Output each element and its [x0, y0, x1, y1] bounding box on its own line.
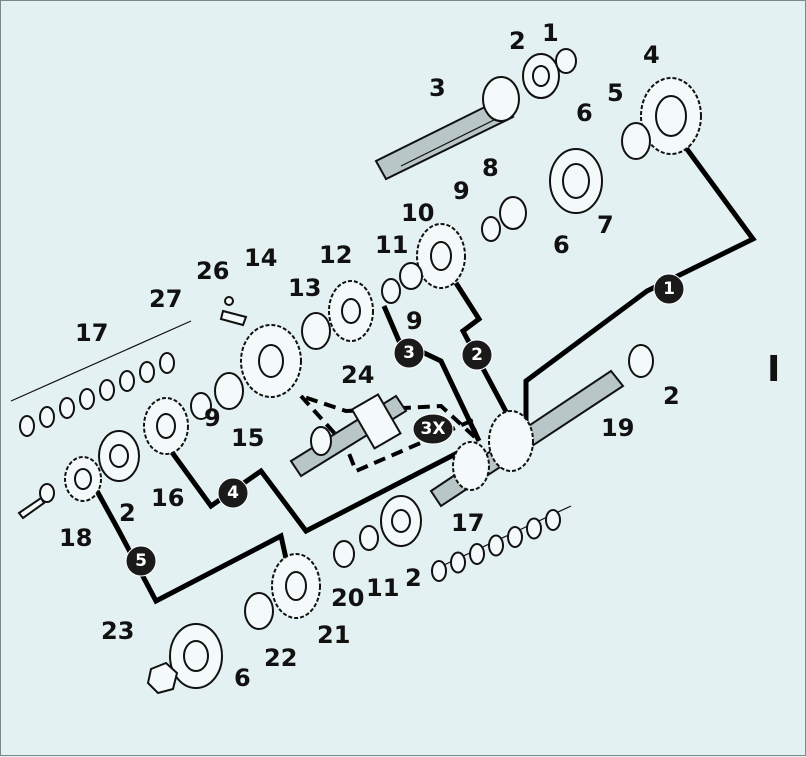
callout-labels: 1 2 3 4 5 6 7 8 9 6 10 11 12 13 14 26 27…: [59, 19, 780, 692]
washer-stack-top: [10, 320, 192, 437]
gear-18: [17, 456, 102, 520]
callout-23: 23: [101, 617, 134, 645]
callout-3: 3: [429, 74, 446, 102]
synchro-23: [146, 623, 223, 695]
badge-1-text: 1: [663, 279, 675, 299]
callout-24: 24: [341, 361, 374, 389]
callout-5: 5: [607, 79, 624, 107]
figure-label: I: [767, 349, 780, 390]
needle-roller: [159, 352, 175, 374]
badge-3x-text: 3X: [421, 419, 446, 439]
callout-14: 14: [244, 244, 277, 272]
needle-roller: [79, 388, 95, 410]
callout-2-mid: 2: [119, 499, 136, 527]
path-2: [453, 281, 514, 423]
clip-26-27: [219, 296, 248, 327]
bearing-mid: [98, 430, 140, 482]
badge-2: 2: [461, 339, 493, 371]
needle-roller: [59, 397, 75, 419]
callout-9-b: 9: [406, 307, 423, 335]
path-4: [168, 443, 473, 535]
needle-roller: [39, 406, 55, 428]
gear-21: [244, 553, 321, 630]
synchro-7: [481, 148, 603, 242]
path-1: [523, 139, 757, 421]
callout-4: 4: [643, 41, 660, 69]
bearing-top: [522, 48, 577, 99]
main-shaft-19: [429, 344, 654, 508]
washer-stack-bottom: [430, 505, 572, 582]
needle-roller: [450, 551, 466, 574]
gear-16: [143, 397, 189, 455]
badge-3-text: 3: [403, 343, 415, 363]
badge-3: 3: [393, 337, 425, 369]
callout-16: 16: [151, 484, 184, 512]
callout-12: 12: [319, 241, 352, 269]
callout-19: 19: [601, 414, 634, 442]
callout-1-top: 1: [542, 19, 559, 47]
callout-6-mid: 6: [553, 231, 570, 259]
callout-26: 26: [196, 257, 229, 285]
needle-roller: [545, 509, 561, 531]
badge-4: 4: [217, 477, 249, 509]
callout-6-bot: 6: [234, 664, 251, 692]
badge-2-text: 2: [471, 345, 483, 365]
callout-17-top: 17: [75, 319, 108, 347]
badge-4-text: 4: [227, 483, 239, 503]
callout-27: 27: [149, 285, 182, 313]
needle-roller: [119, 370, 135, 392]
callout-11-a: 11: [375, 231, 408, 259]
needle-roller: [469, 543, 485, 565]
callout-2-bot: 2: [405, 564, 422, 592]
path-5: [94, 489, 294, 605]
needle-roller: [526, 517, 542, 540]
callout-9-a: 9: [453, 177, 470, 205]
callout-17-bot: 17: [451, 509, 484, 537]
needle-roller: [431, 560, 447, 582]
bearing-bottom: [333, 495, 422, 568]
gear-14: [190, 324, 302, 420]
callout-18: 18: [59, 524, 92, 552]
callout-6-top: 6: [576, 99, 593, 127]
callout-2-top: 2: [509, 27, 526, 55]
callout-20: 20: [331, 584, 364, 612]
gear-4: [621, 77, 702, 160]
needle-roller: [19, 415, 35, 437]
needle-roller: [99, 379, 115, 401]
reverse-shaft-24: [289, 393, 408, 478]
needle-roller: [507, 526, 523, 548]
callout-22: 22: [264, 644, 297, 672]
input-shaft: [374, 76, 520, 181]
callout-13: 13: [288, 274, 321, 302]
callout-10: 10: [401, 199, 434, 227]
badge-1: 1: [653, 273, 685, 305]
needle-roller: [139, 361, 155, 383]
badge-5: 5: [125, 545, 157, 577]
gear-10: [381, 223, 466, 304]
badge-3x: 3X: [412, 413, 454, 445]
badge-5-text: 5: [135, 551, 147, 571]
needle-roller: [488, 534, 504, 557]
callout-11-b: 11: [366, 574, 399, 602]
callout-8: 8: [482, 154, 499, 182]
callout-7: 7: [597, 211, 614, 239]
callout-9-c: 9: [204, 404, 221, 432]
gear-12: [301, 280, 374, 350]
callout-2-right: 2: [663, 382, 680, 410]
callout-15: 15: [231, 424, 264, 452]
callout-21: 21: [317, 621, 350, 649]
